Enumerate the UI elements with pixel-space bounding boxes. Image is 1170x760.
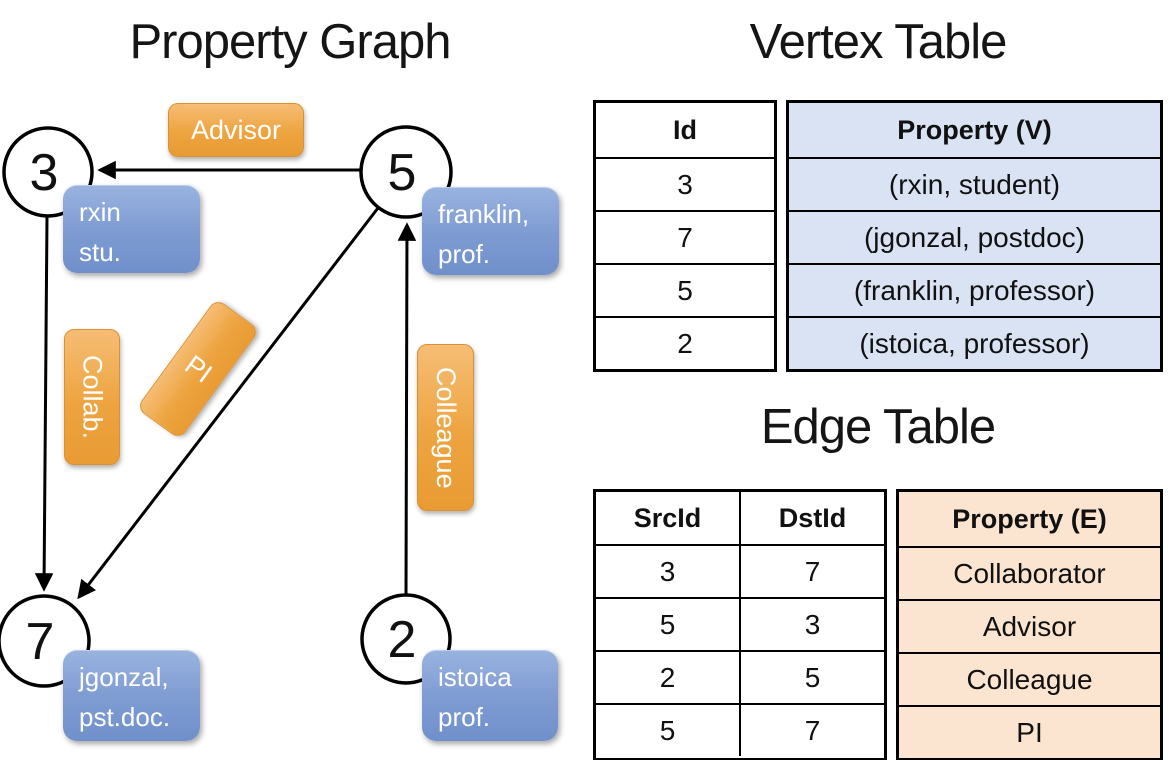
vertex-property-box-5-line1: franklin, [438,199,530,229]
vertex-property-box-7-line1: jgonzal, [79,662,169,692]
vertex-id-cell: 5 [596,263,774,316]
vertex-id-cell: 2 [596,316,774,369]
vertex-property-box-2: istoica prof. [422,650,558,741]
vertex-property-box-5: franklin, prof. [422,187,559,275]
edge-dstid-cell: 7 [804,714,821,746]
vertex-property-box-3-line1: rxin [79,197,121,227]
edge-table-row: 5 3 [596,597,884,650]
edge-dstid-cell: 7 [804,555,821,587]
edge-dstid-cell: 3 [804,608,821,640]
edge-dstid-cell: 5 [804,661,821,693]
edge-srcid-cell: 5 [596,705,741,756]
edge-srcid-cell: 2 [596,652,741,703]
node-id-7: 7 [26,613,55,671]
edge-table-row: 5 7 [596,703,884,756]
edge-table-row: 3 7 [596,544,884,597]
vertex-table: Id 3 7 5 2 Property (V) (rxin, student) … [593,100,1163,372]
vertex-property-cell: (jgonzal, postdoc) [789,210,1160,263]
edge-property-cell: Collaborator [899,546,1160,599]
vertex-table-property-column: Property (V) (rxin, student) (jgonzal, p… [786,100,1163,372]
edge-property-cell: Colleague [899,652,1160,705]
property-graph-canvas: 3 5 7 2 [0,125,453,688]
vertex-table-header-id: Id [673,114,697,145]
edge-label-collab: Collab. [64,329,120,465]
vertex-property-box-7-line2: pst.doc. [79,701,171,732]
vertex-property-cell: (franklin, professor) [789,263,1160,316]
edge-table: SrcId DstId 3 7 5 3 2 5 5 7 Property (E)… [593,489,1163,760]
property-graph-title: Property Graph [129,15,452,69]
edge-arrow-pi-5-to-7 [77,207,380,600]
edge-srcid-cell: 3 [596,546,741,597]
node-id-5: 5 [388,144,417,202]
vertex-property-box-2-line1: istoica [438,662,512,692]
vertex-table-id-column: Id 3 7 5 2 [593,100,777,372]
vertex-property-box-7: jgonzal, pst.doc. [63,650,200,741]
vertex-table-title: Vertex Table [749,15,1008,69]
vertex-id-cell: 3 [596,157,774,210]
node-id-3: 3 [30,144,59,202]
edge-table-header-srcid: SrcId [596,492,741,544]
edge-label-colleague: Colleague [417,344,474,511]
edge-table-src-dst-columns: SrcId DstId 3 7 5 3 2 5 5 7 [593,489,887,760]
edge-table-header-row: SrcId DstId [596,492,884,544]
edge-table-header-dstid: DstId [778,502,847,533]
vertex-property-cell: (istoica, professor) [789,316,1160,369]
edge-table-header-property: Property (E) [952,503,1107,534]
edge-property-cell: PI [899,705,1160,758]
vertex-table-header-property: Property (V) [897,114,1052,145]
edge-label-advisor: Advisor [168,103,304,157]
node-id-2: 2 [388,611,417,669]
vertex-property-box-3: rxin stu. [63,185,200,273]
edge-table-title: Edge Table [760,400,996,454]
vertex-property-box-3-line2: stu. [79,236,121,267]
edge-arrow-colleague-2-to-5 [397,222,417,596]
edge-srcid-cell: 5 [596,599,741,650]
edge-label-pi-text: PI [179,348,218,389]
vertex-id-cell: 7 [596,210,774,263]
vertex-property-box-5-line2: prof. [438,238,491,269]
edge-table-property-column: Property (E) Collaborator Advisor Collea… [896,489,1163,760]
vertex-property-cell: (rxin, student) [789,157,1160,210]
edge-property-cell: Advisor [899,599,1160,652]
edge-arrow-collab-3-to-7 [34,215,54,592]
edge-table-row: 2 5 [596,650,884,703]
vertex-property-box-2-line2: prof. [438,701,491,732]
